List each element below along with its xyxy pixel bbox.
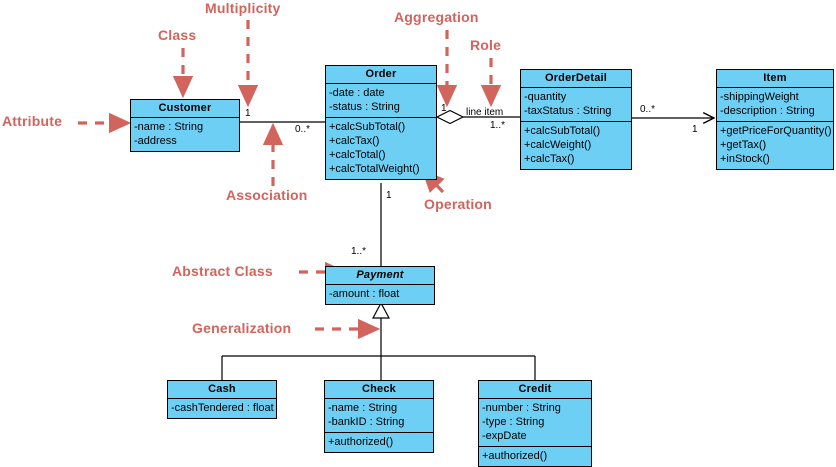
attribute-row: -status : String bbox=[329, 101, 400, 113]
operations-compartment-check: +authorized() bbox=[325, 433, 433, 452]
class-name-customer: Customer bbox=[131, 100, 239, 118]
annotation-abstract-class: Abstract Class bbox=[172, 263, 273, 279]
multiplicity-customer-order-target: 0..* bbox=[295, 124, 311, 135]
class-name-payment: Payment bbox=[326, 267, 434, 285]
attribute-row: -number : String bbox=[482, 402, 561, 414]
attribute-row: -taxStatus : String bbox=[524, 105, 612, 117]
operation-row: +getTax() bbox=[720, 139, 767, 151]
attribute-row: -type : String bbox=[482, 416, 545, 428]
operation-row: +calcWeight() bbox=[524, 139, 592, 151]
operation-row: +calcTax() bbox=[524, 153, 575, 165]
operation-row: +calcTotal() bbox=[329, 149, 386, 161]
class-box-order[interactable]: Order -date : date -status : String +cal… bbox=[325, 65, 437, 180]
class-name-credit: Credit bbox=[479, 381, 591, 399]
class-box-credit[interactable]: Credit -number : String -type : String -… bbox=[478, 380, 592, 467]
attribute-row: -amount : float bbox=[329, 288, 400, 300]
annotation-role: Role bbox=[470, 37, 502, 53]
multiplicity-orderdetail-item-source: 0..* bbox=[640, 104, 656, 115]
operations-compartment-credit: +authorized() bbox=[479, 447, 591, 466]
operations-compartment-item: +getPriceForQuantity() +getTax() +inStoc… bbox=[717, 122, 833, 169]
annotation-attribute: Attribute bbox=[2, 113, 63, 129]
class-box-check[interactable]: Check -name : String -bankID : String +a… bbox=[324, 380, 434, 453]
annotation-generalization: Generalization bbox=[192, 320, 292, 336]
operations-compartment-orderdetail: +calcSubTotal() +calcWeight() +calcTax() bbox=[521, 122, 631, 169]
attributes-compartment-check: -name : String -bankID : String bbox=[325, 399, 433, 433]
attribute-row: -shippingWeight bbox=[720, 91, 799, 103]
multiplicity-customer-order-source: 1 bbox=[245, 108, 251, 119]
operation-row: +calcTotalWeight() bbox=[329, 163, 420, 175]
attributes-compartment-credit: -number : String -type : String -expDate bbox=[479, 399, 591, 447]
multiplicity-order-orderdetail-target: 1..* bbox=[490, 120, 506, 131]
multiplicity-order-payment-source: 1 bbox=[386, 190, 392, 201]
attribute-row: -bankID : String bbox=[328, 416, 405, 428]
operations-compartment-order: +calcSubTotal() +calcTax() +calcTotal() … bbox=[326, 118, 436, 179]
attribute-row: -name : String bbox=[134, 121, 204, 133]
annotation-operation: Operation bbox=[424, 196, 492, 212]
class-box-customer[interactable]: Customer -name : String -address bbox=[130, 99, 240, 152]
class-name-item: Item bbox=[717, 70, 833, 88]
class-name-orderdetail: OrderDetail bbox=[521, 70, 631, 88]
operation-row: +calcTax() bbox=[329, 135, 380, 147]
class-name-cash: Cash bbox=[168, 381, 276, 399]
attributes-compartment-item: -shippingWeight -description : String bbox=[717, 88, 833, 122]
annotation-class: Class bbox=[158, 27, 197, 43]
class-box-payment[interactable]: Payment -amount : float bbox=[325, 266, 435, 305]
multiplicity-orderdetail-item-target: 1 bbox=[692, 124, 698, 135]
attribute-row: -description : String bbox=[720, 105, 815, 117]
attribute-row: -name : String bbox=[328, 402, 398, 414]
annotation-multiplicity: Multiplicity bbox=[205, 0, 281, 16]
attributes-compartment-cash: -cashTendered : float bbox=[168, 399, 276, 418]
attributes-compartment-customer: -name : String -address bbox=[131, 118, 239, 151]
attributes-compartment-payment: -amount : float bbox=[326, 285, 434, 304]
operation-row: +authorized() bbox=[328, 436, 394, 448]
operation-row: +calcSubTotal() bbox=[524, 125, 601, 137]
attribute-row: -expDate bbox=[482, 430, 527, 442]
operation-row: +getPriceForQuantity() bbox=[720, 125, 832, 137]
operation-row: +authorized() bbox=[482, 450, 548, 462]
attribute-row: -quantity bbox=[524, 91, 567, 103]
class-box-orderdetail[interactable]: OrderDetail -quantity -taxStatus : Strin… bbox=[520, 69, 632, 170]
class-box-cash[interactable]: Cash -cashTendered : float bbox=[167, 380, 277, 419]
generalization-triangle bbox=[372, 301, 390, 319]
class-name-check: Check bbox=[325, 381, 433, 399]
attributes-compartment-orderdetail: -quantity -taxStatus : String bbox=[521, 88, 631, 122]
class-name-order: Order bbox=[326, 66, 436, 84]
attribute-row: -address bbox=[134, 135, 177, 147]
multiplicity-order-orderdetail-source: 1 bbox=[441, 103, 447, 114]
operation-row: +inStock() bbox=[720, 153, 770, 165]
operation-row: +calcSubTotal() bbox=[329, 121, 406, 133]
attribute-row: -date : date bbox=[329, 87, 385, 99]
class-box-item[interactable]: Item -shippingWeight -description : Stri… bbox=[716, 69, 834, 170]
annotation-association: Association bbox=[226, 187, 308, 203]
multiplicity-order-payment-target: 1..* bbox=[351, 246, 367, 257]
annotation-aggregation: Aggregation bbox=[394, 9, 479, 25]
role-label-line-item: line item bbox=[466, 107, 504, 118]
attributes-compartment-order: -date : date -status : String bbox=[326, 84, 436, 118]
attribute-row: -cashTendered : float bbox=[171, 402, 274, 414]
